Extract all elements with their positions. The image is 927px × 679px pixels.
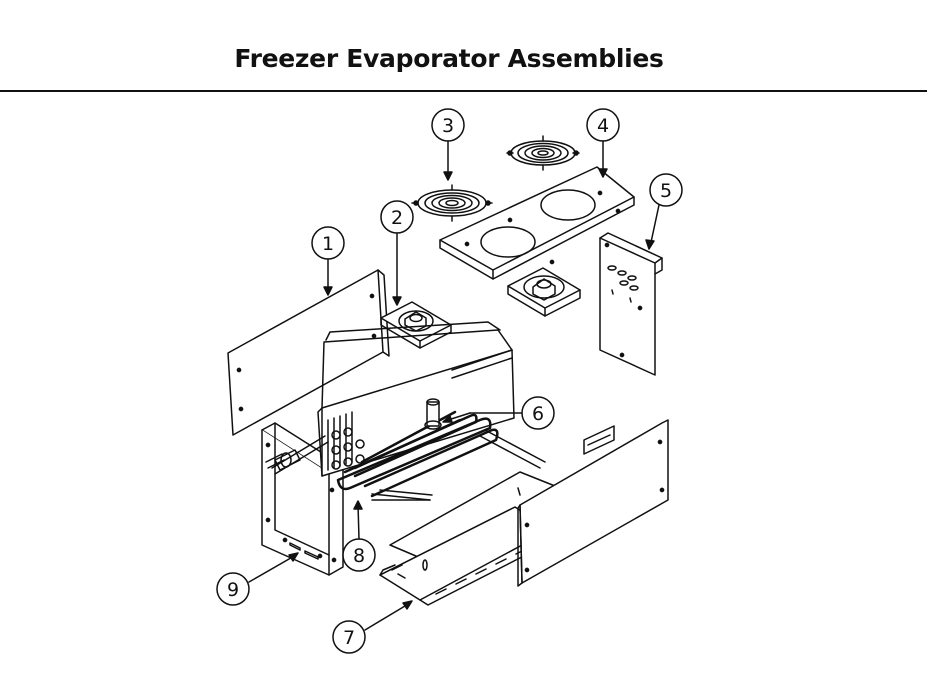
right-side-panel bbox=[517, 419, 669, 587]
fan-guard-2 bbox=[506, 135, 580, 171]
top-evaporator-fan bbox=[507, 267, 581, 317]
callout-7-label: 7 bbox=[343, 627, 355, 649]
callout-2-label: 2 bbox=[391, 207, 403, 229]
callout-1: 1 bbox=[311, 226, 345, 296]
page-title: Freezer Evaporator Assemblies bbox=[234, 44, 664, 73]
callout-3-label: 3 bbox=[442, 115, 454, 137]
defrost-heater bbox=[336, 410, 546, 501]
callout-6: 6 bbox=[442, 396, 555, 430]
callout-5-label: 5 bbox=[660, 180, 672, 202]
rear-bracket bbox=[599, 232, 663, 376]
callout-6-label: 6 bbox=[532, 403, 544, 425]
title-rule bbox=[0, 90, 927, 92]
side-panel bbox=[227, 269, 390, 436]
callout-3: 3 bbox=[431, 108, 465, 181]
heater-terminal bbox=[424, 398, 442, 430]
callout-7: 7 bbox=[332, 600, 413, 654]
callout-2: 2 bbox=[380, 200, 414, 306]
callout-5: 5 bbox=[645, 173, 683, 250]
callout-9: 9 bbox=[216, 552, 299, 606]
evaporator-coil bbox=[317, 321, 515, 477]
heater-tubes-left bbox=[271, 435, 329, 475]
callout-4-label: 4 bbox=[597, 115, 609, 137]
callout-1-label: 1 bbox=[322, 233, 334, 255]
callout-4: 4 bbox=[586, 108, 620, 178]
fan-guard bbox=[411, 184, 493, 222]
top-fan-panel bbox=[439, 166, 635, 280]
evaporator-fan bbox=[380, 301, 452, 349]
callout-8-label: 8 bbox=[353, 545, 365, 567]
callout-8: 8 bbox=[342, 500, 376, 572]
callout-9-label: 9 bbox=[227, 579, 239, 601]
